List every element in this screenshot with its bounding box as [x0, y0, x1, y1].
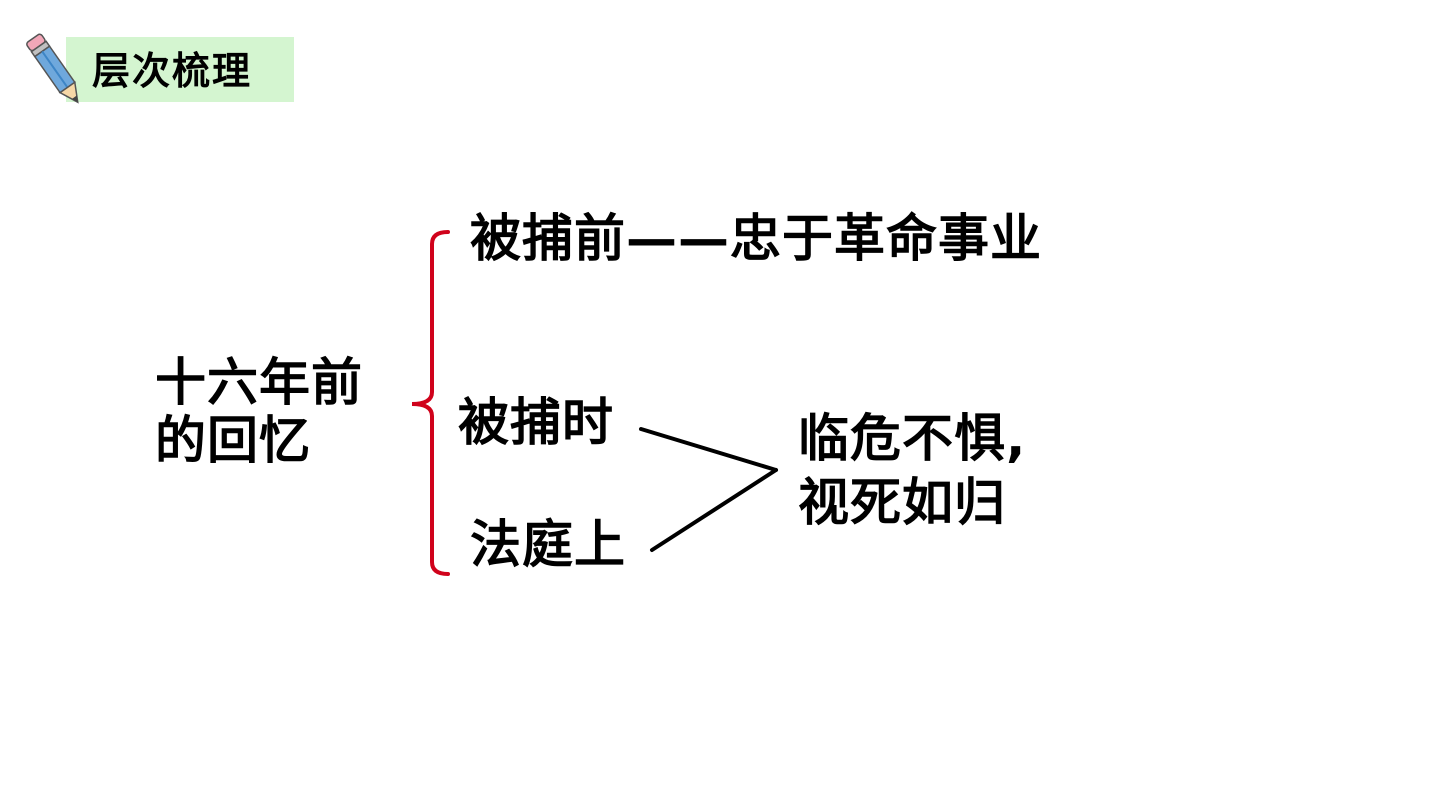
pencil-icon	[26, 33, 79, 104]
result-line-1: 临危不惧,	[798, 410, 1027, 469]
branch-bracket	[411, 230, 450, 576]
branch-before-arrest: 被捕前——忠于革命事业	[470, 210, 1043, 269]
result-node: 临危不惧, 视死如归	[798, 408, 1026, 536]
branch-in-court: 法庭上	[470, 516, 627, 575]
root-line-2: 的回忆	[155, 412, 312, 471]
connector-line-upper	[639, 427, 778, 472]
root-node: 十六年前 的回忆	[155, 355, 363, 471]
section-header-background	[66, 37, 294, 102]
section-title: 层次梳理	[92, 49, 253, 93]
branch-during-arrest: 被捕时	[458, 394, 615, 453]
result-line-2: 视死如归	[798, 474, 1007, 533]
root-line-1: 十六年前	[155, 354, 364, 413]
connector-line-lower	[650, 468, 778, 552]
